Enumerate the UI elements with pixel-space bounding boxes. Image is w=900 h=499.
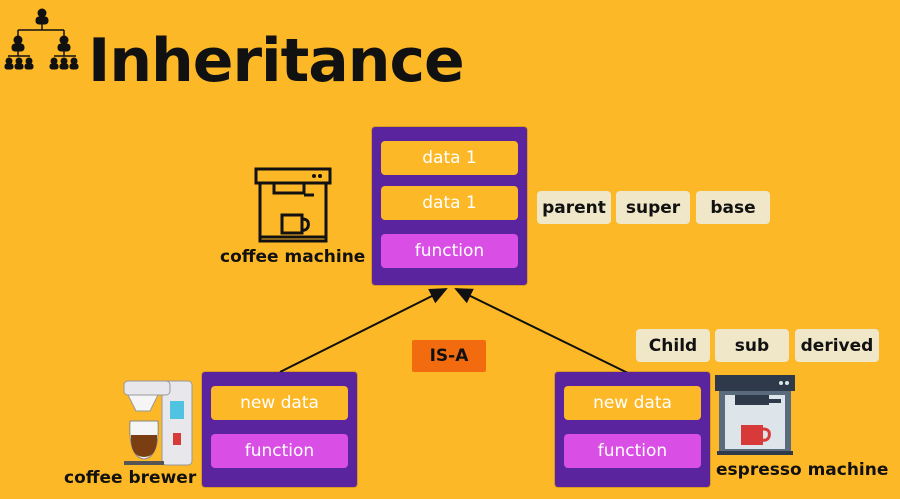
tag-base: base xyxy=(696,191,770,224)
tag-super: super xyxy=(616,191,690,224)
parent-data-slot-2: data 1 xyxy=(381,186,518,220)
parent-data-slot-1: data 1 xyxy=(381,141,518,175)
coffee-brewer-icon xyxy=(123,380,193,466)
child-right-function-slot: function xyxy=(564,434,701,468)
child-left-function-slot: function xyxy=(211,434,348,468)
parent-caption: coffee machine xyxy=(220,247,366,267)
coffee-machine-icon xyxy=(254,167,332,243)
hierarchy-icon xyxy=(4,8,79,70)
child-left-class-box: new data function xyxy=(202,372,357,487)
child-left-data-slot: new data xyxy=(211,386,348,420)
child-left-caption: coffee brewer xyxy=(64,468,197,488)
child-right-class-box: new data function xyxy=(555,372,710,487)
tag-sub: sub xyxy=(715,329,789,362)
page-title: Inheritance xyxy=(88,26,465,96)
parent-class-box: data 1 data 1 function xyxy=(372,127,527,285)
arrow-left-to-parent xyxy=(279,288,448,373)
child-right-data-slot: new data xyxy=(564,386,701,420)
espresso-machine-icon xyxy=(715,375,795,455)
tag-child: Child xyxy=(636,329,710,362)
child-right-caption: espresso machine xyxy=(716,460,889,480)
tag-derived: derived xyxy=(795,329,879,362)
tag-parent: parent xyxy=(537,191,611,224)
arrow-right-to-parent xyxy=(454,288,635,377)
isa-badge: IS-A xyxy=(412,340,486,372)
parent-function-slot: function xyxy=(381,234,518,268)
